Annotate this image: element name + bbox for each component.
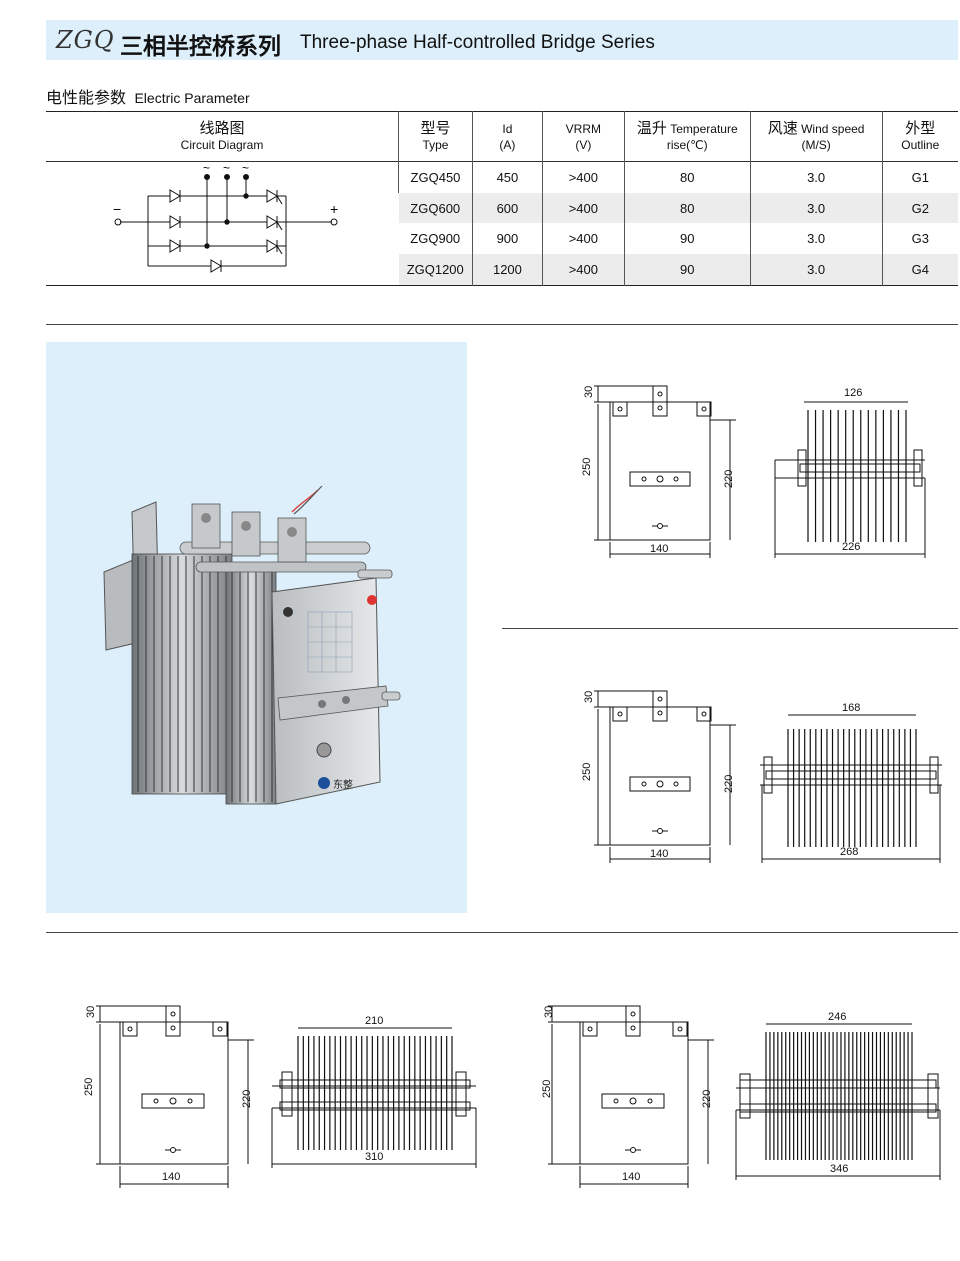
outline-drawing-g4: 30 250 220 140 246 346 (541, 1005, 941, 1188)
brand-mark: 东整 (333, 778, 353, 791)
cell-id: 1200 (471, 254, 543, 286)
cell-vrrm: >400 (541, 192, 625, 224)
dim-total-height: 250 (581, 458, 593, 476)
cell-temp: 80 (623, 161, 751, 193)
cell-temp: 80 (623, 192, 751, 224)
dim-plate-height: 220 (701, 1090, 713, 1108)
title-banner: ZGQ 三相半控桥系列 Three-phase Half-controlled … (46, 20, 958, 60)
outline-drawing-g2: 30 250 220 140 168 268 (581, 690, 942, 863)
cell-id: 900 (471, 223, 543, 255)
cell-wind: 3.0 (749, 223, 883, 255)
dim-total-height: 250 (581, 763, 593, 781)
dim-fin-width: 126 (844, 387, 862, 399)
section-title-en: Electric Parameter (134, 90, 250, 106)
dim-fin-width: 210 (365, 1015, 383, 1027)
ac-label: ~ (242, 162, 249, 175)
cell-type: ZGQ1200 (398, 254, 473, 286)
cell-type: ZGQ900 (410, 231, 461, 247)
divider (46, 324, 958, 325)
title-zh: 三相半控桥系列 (120, 33, 281, 59)
plus-terminal-label: + (330, 201, 338, 217)
circuit-diagram: − + ~ ~ ~ (113, 161, 338, 273)
heatsink-fins-left (131, 553, 233, 795)
dim-front-width: 140 (650, 848, 668, 860)
divider (502, 628, 958, 629)
col-header-vrrm: VRRM(V) (541, 111, 625, 162)
cell-outline: G2 (881, 192, 958, 224)
section-title: 电性能参数 Electric Parameter (46, 84, 250, 108)
dim-total-height: 250 (83, 1078, 95, 1096)
cell-outline: G1 (881, 161, 958, 193)
dim-side-width: 226 (842, 541, 860, 553)
product-photo: 东整 (46, 342, 467, 913)
front-plate (271, 577, 381, 805)
cell-wind: 3.0 (749, 192, 883, 224)
cell-outline: G4 (881, 254, 958, 286)
cell-temp: 90 (623, 223, 751, 255)
dim-side-width: 268 (840, 846, 858, 858)
cell-wind: 3.0 (749, 161, 883, 193)
title-en: Three-phase Half-controlled Bridge Serie… (300, 32, 655, 53)
bridge-module-illustration: 东整 (103, 485, 401, 805)
cell-temp: 90 (623, 254, 751, 286)
dim-top-height: 30 (543, 1006, 555, 1018)
dim-total-height: 250 (541, 1080, 553, 1098)
table-row: ZGQ1200 1200 >400 90 3.0 G4 (46, 254, 958, 286)
series-logo: ZGQ (56, 26, 115, 54)
divider (46, 932, 958, 933)
dim-top-height: 30 (85, 1006, 97, 1018)
table-row: − + ~ ~ ~ ZGQ450 450 >400 80 3.0 G1 (46, 161, 958, 273)
dim-plate-height: 220 (241, 1090, 253, 1108)
table-row: ZGQ900 900 >400 90 3.0 G3 (46, 223, 958, 255)
ac-label: ~ (203, 162, 210, 175)
ac-label: ~ (223, 162, 230, 175)
dim-front-width: 140 (162, 1171, 180, 1183)
table-row: ZGQ600 600 >400 80 3.0 G2 (46, 192, 958, 224)
dim-fin-width: 168 (842, 702, 860, 714)
cell-outline: G3 (881, 223, 958, 255)
cell-id: 450 (471, 161, 543, 193)
heatsink-fins-right (225, 563, 277, 805)
col-header-wind: 风速 Wind speed(M/S) (749, 111, 883, 162)
cell-wind: 3.0 (749, 254, 883, 286)
dim-plate-height: 220 (723, 775, 735, 793)
dim-side-width: 310 (365, 1151, 383, 1163)
cell-vrrm: >400 (541, 161, 625, 193)
section-title-zh: 电性能参数 (46, 90, 127, 107)
dim-top-height: 30 (583, 691, 595, 703)
dim-fin-width: 246 (828, 1011, 846, 1023)
dim-front-width: 140 (622, 1171, 640, 1183)
outline-drawing-g1: 30 250 220 140 126 226 (581, 385, 926, 558)
dim-front-width: 140 (650, 543, 668, 555)
minus-terminal-label: − (113, 201, 121, 217)
cell-vrrm: >400 (541, 254, 625, 286)
cell-vrrm: >400 (541, 223, 625, 255)
cell-id: 600 (471, 192, 543, 224)
cell-type: ZGQ600 (398, 192, 473, 224)
outline-drawing-g3: 30 250 220 140 210 310 (83, 1005, 477, 1188)
circuit-diagram-cell: − + ~ ~ ~ (46, 161, 399, 286)
dim-plate-height: 220 (723, 470, 735, 488)
col-header-id: Id(A) (471, 111, 543, 162)
dim-top-height: 30 (583, 386, 595, 398)
cell-type: ZGQ450 (398, 161, 473, 193)
dim-side-width: 346 (830, 1163, 848, 1175)
